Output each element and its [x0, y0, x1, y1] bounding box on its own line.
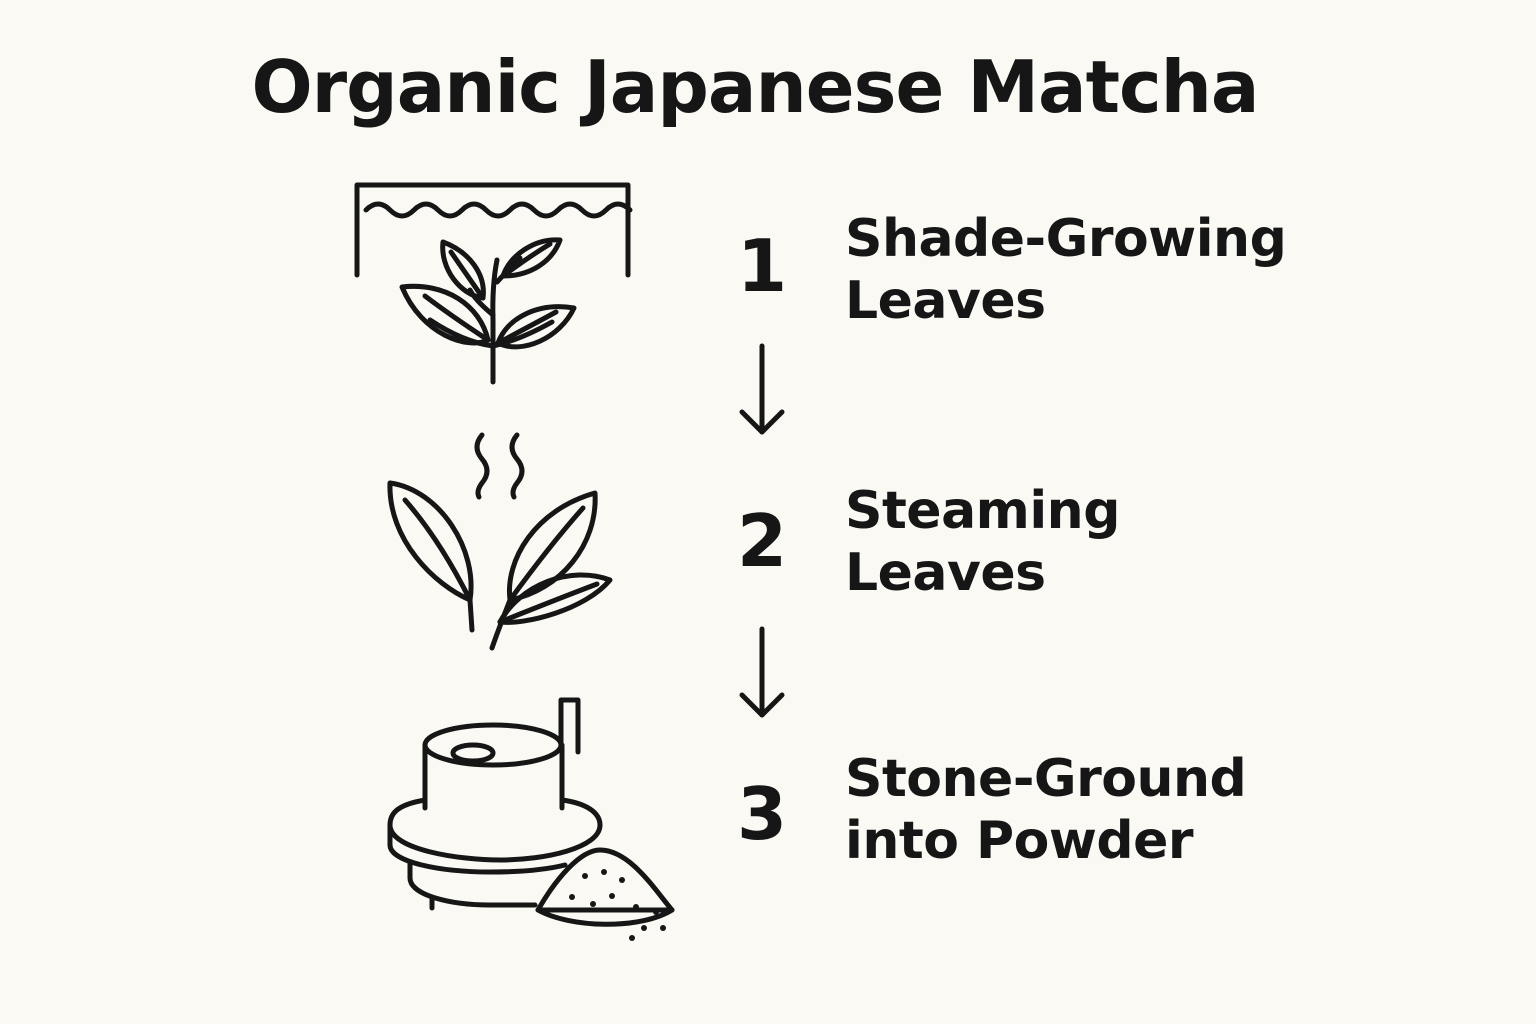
steaming-leaves-icon — [387, 432, 613, 651]
step-1-label-line-2: Leaves — [845, 271, 1046, 331]
step-1-label-line-1: Shade-Growing — [845, 209, 1287, 269]
step-2-label: Steaming Leaves — [845, 480, 1365, 604]
step-3-label: Stone-Ground into Powder — [845, 748, 1365, 872]
stone-mill-powder-icon — [387, 697, 675, 941]
shaded-tea-plant-icon — [354, 182, 633, 385]
step-2-number: 2 — [736, 499, 788, 583]
step-2-label-line-1: Steaming — [845, 481, 1120, 541]
down-arrow-icon — [739, 626, 785, 718]
step-3-label-line-1: Stone-Ground — [845, 749, 1247, 809]
down-arrow-icon — [739, 343, 785, 435]
step-1-number: 1 — [736, 224, 788, 308]
step-2-label-line-2: Leaves — [845, 543, 1046, 603]
step-3-number: 3 — [736, 772, 788, 856]
page-title: Organic Japanese Matcha — [251, 45, 1259, 129]
step-1-label: Shade-Growing Leaves — [845, 208, 1365, 332]
step-3-label-line-2: into Powder — [845, 811, 1194, 871]
